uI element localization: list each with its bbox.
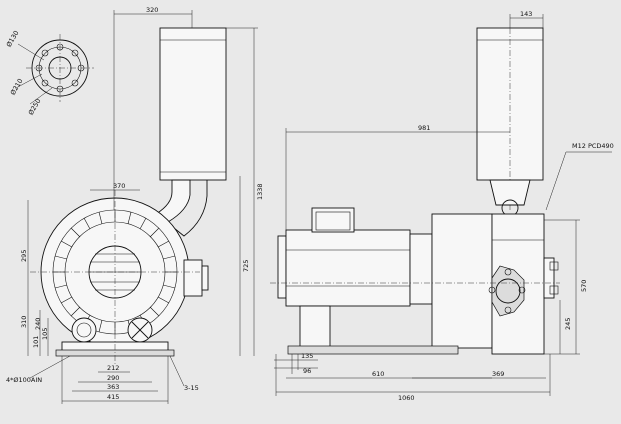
dim-base-212: 212: [107, 364, 119, 372]
front-dimensions: [27, 10, 258, 404]
flange-detail: [15, 34, 94, 105]
dim-base-290: 290: [107, 374, 119, 382]
dim-len-369: 369: [492, 370, 504, 378]
label-flange-note: M12 PCD490: [572, 142, 614, 150]
label-bolt-ref: 3-15: [184, 384, 199, 392]
dim-upper-body: 295: [20, 250, 28, 262]
dim-foot-96: 96: [303, 367, 311, 375]
dim-lower-body: 310: [20, 316, 28, 328]
dim-foot-135: 135: [301, 352, 313, 360]
side-view: [270, 27, 560, 355]
dim-top-width-front: 320: [146, 6, 158, 14]
dim-motor-axis-height: 725: [242, 260, 250, 272]
label-flange-bolt: Ø210: [9, 77, 25, 96]
side-dimensions: [274, 14, 612, 396]
label-mount-holes: 4*Ø100AIN: [6, 376, 42, 384]
dim-base-363: 363: [107, 383, 119, 391]
dim-len-610: 610: [372, 370, 384, 378]
dim-side-height-245: 245: [564, 318, 572, 330]
label-flange-od: Ø130: [5, 29, 21, 48]
cooling-fins: [53, 210, 177, 334]
dim-overall-len-981: 981: [418, 124, 430, 132]
dim-outlet-offset: 370: [113, 182, 125, 190]
dim-inner-b: 105: [41, 328, 49, 340]
front-view: [30, 27, 227, 365]
dim-total-height: 1338: [256, 183, 264, 200]
dim-len-1060: 1060: [398, 394, 415, 402]
dim-base-415: 415: [107, 393, 119, 401]
label-flange-outer: Ø250: [27, 97, 43, 116]
dim-inner-a: 240: [34, 318, 42, 330]
dim-inner-c: 101: [32, 336, 40, 348]
dim-top-width-side: 143: [520, 10, 532, 18]
dim-side-height-570: 570: [580, 280, 588, 292]
